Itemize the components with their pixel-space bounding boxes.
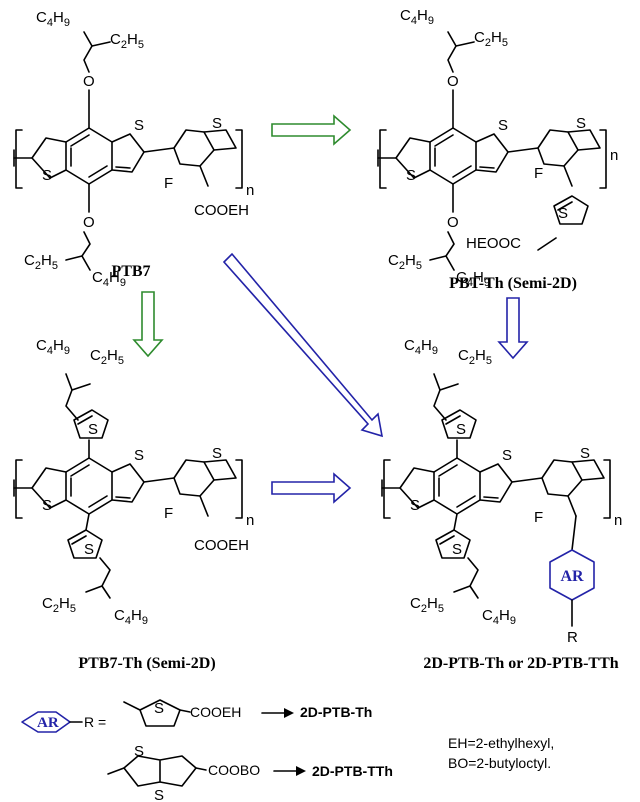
ptb7-f: F (164, 175, 173, 192)
legend-thienothiophene-icon (123, 755, 197, 787)
arrow-ptb7-to-pbt-th (271, 114, 352, 146)
legend-row1-group: COOEH (190, 704, 241, 720)
ptb7-s3: S (212, 115, 222, 132)
legend-thiophene-icon (139, 699, 181, 727)
legend-note-bo: BO=2-butyloctyl. (448, 755, 551, 771)
pbt-th-structure: S S S O O F n S HEOOC C4H9 C2H5 C2H5 C4H… (377, 7, 618, 289)
pbt-th-f: F (534, 165, 543, 182)
ptb7-th-c4h9-bottom: C4H9 (114, 607, 148, 627)
ptb7-c4h9-top: C4H9 (36, 9, 70, 29)
product-c4h9-bottom: C4H9 (482, 607, 516, 627)
ptb7-n: n (246, 182, 254, 199)
ptb7-th-c4h9-top: C4H9 (36, 337, 70, 357)
product-r: R (567, 629, 578, 646)
ptb7-structure: S S S O O F COOEH n C4H9 C2H5 C2H5 C4H9 (13, 9, 254, 289)
product-c2h5-top: C2H5 (458, 347, 492, 367)
ptb7-th-f: F (164, 505, 173, 522)
ptb7-o-bottom: O (83, 214, 95, 231)
ptb7-th-structure: S S S F COOEH n S C4H9 C2H5 S C2H5 C4H9 (13, 337, 254, 627)
product-s1: S (410, 497, 420, 514)
legend-equals: R = (84, 714, 106, 730)
product-s3: S (580, 445, 590, 462)
pbt-th-c4h9-bottom: C4H9 (456, 269, 490, 289)
ptb7-c2h5-top: C2H5 (110, 31, 144, 51)
ptb7-th-cooeh: COOEH (194, 537, 249, 554)
pbt-th-s4: S (558, 205, 568, 222)
pbt-th-s1: S (406, 167, 416, 184)
legend-row2-s2: S (154, 787, 164, 802)
product-f: F (534, 509, 543, 526)
ptb7-th-c2h5-bottom: C2H5 (42, 595, 76, 615)
pbt-th-o-bottom: O (447, 214, 459, 231)
ptb7-th-s-top: S (88, 421, 98, 438)
ptb7-o-top: O (83, 73, 95, 90)
ptb7-s2: S (134, 117, 144, 134)
pbt-th-c2h5-top: C2H5 (474, 29, 508, 49)
pbt-th-heooc: HEOOC (466, 235, 521, 252)
arrow-ptb7-th-to-product (271, 472, 352, 504)
ptb7-cooeh: COOEH (194, 202, 249, 219)
legend-note-eh: EH=2-ethylhexyl, (448, 735, 554, 751)
pbt-th-s3: S (576, 115, 586, 132)
product-label: 2D-PTB-Th or 2D-PTB-TTh (423, 655, 618, 672)
ptb7-th-label: PTB7-Th (Semi-2D) (78, 655, 215, 672)
ptb7-th-s-bottom: S (84, 541, 94, 558)
ptb7-th-c2h5-top: C2H5 (90, 347, 124, 367)
arrow-ptb7-to-product (222, 252, 384, 438)
ptb7-c4h9-bottom: C4H9 (92, 269, 126, 289)
ptb7-label: PTB7 (111, 263, 150, 280)
pbt-th-c4h9-top: C4H9 (400, 7, 434, 27)
legend-row1-product: 2D-PTB-Th (300, 704, 372, 720)
arrow-pbt-th-to-product (497, 297, 529, 360)
arrow-ptb7-to-ptb7-th (132, 291, 164, 358)
pbt-th-s2: S (498, 117, 508, 134)
pbt-th-c2h5-bottom: C2H5 (388, 252, 422, 272)
legend-ar-label: AR (37, 715, 59, 731)
ptb7-s1: S (42, 167, 52, 184)
product-c2h5-bottom: C2H5 (410, 595, 444, 615)
product-c4h9-top: C4H9 (404, 337, 438, 357)
legend-row2-group: COOBO (208, 762, 260, 778)
product-s2: S (502, 447, 512, 464)
ptb7-th-s1: S (42, 497, 52, 514)
legend: AR R = S COOEH 2D-PTB-Th S S COOBO 2D-PT… (21, 699, 554, 802)
product-s-bottom: S (452, 541, 462, 558)
pbt-th-o-top: O (447, 73, 459, 90)
legend-row2-product: 2D-PTB-TTh (312, 763, 393, 779)
product-ar-label: AR (560, 568, 584, 585)
ptb7-c2h5-bottom: C2H5 (24, 252, 58, 272)
product-n: n (614, 512, 622, 529)
legend-row2-s1: S (134, 743, 144, 760)
ptb7-th-s3: S (212, 445, 222, 462)
ptb7-th-n: n (246, 512, 254, 529)
legend-row1-s: S (154, 700, 164, 717)
legend-row1-arrow-icon (284, 708, 294, 718)
product-s-top: S (456, 421, 466, 438)
ptb7-th-s2: S (134, 447, 144, 464)
pbt-th-n: n (610, 147, 618, 164)
product-structure: S S S F n S C4H9 C2H5 S C2H5 C4H9 AR R (381, 337, 622, 646)
legend-row2-arrow-icon (296, 766, 306, 776)
pbt-th-label: PBT-Th (Semi-2D) (449, 275, 577, 292)
